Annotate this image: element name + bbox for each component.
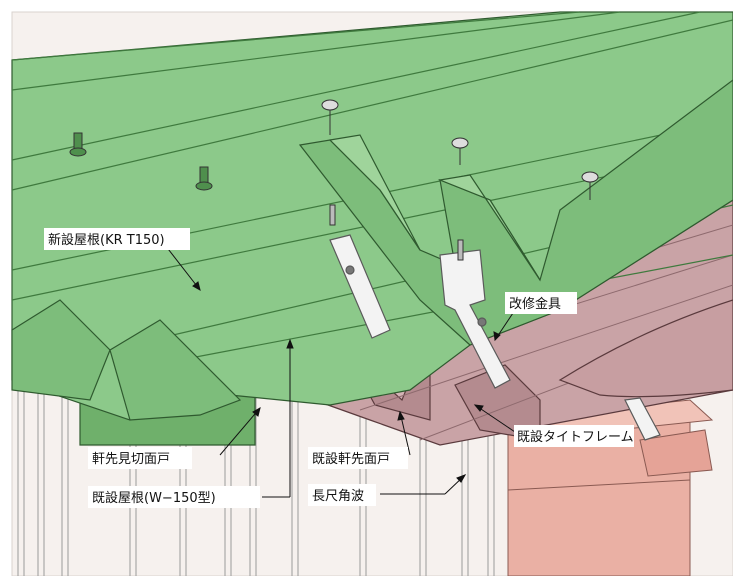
label-existing-eaves-closure: 既設軒先面戸 (312, 451, 390, 467)
bolt-icon (581, 171, 599, 200)
bolt-icon (451, 137, 469, 165)
bolt-icon (69, 132, 87, 157)
bolts (69, 99, 599, 261)
leader-lines (164, 244, 516, 498)
label-repair-fitting: 改修金具 (509, 296, 561, 312)
labels: 新設屋根(KR T150) 改修金具 既設タイトフレーム 軒先見切面戸 既設軒先… (44, 228, 634, 508)
bolt-icon (321, 99, 339, 135)
label-new-roof: 新設屋根(KR T150) (48, 232, 165, 248)
label-long-corrugation: 長尺角波 (312, 489, 364, 504)
bolt-icon (195, 166, 213, 191)
repair-fittings (329, 234, 661, 441)
label-existing-tight-frame: 既設タイトフレーム (517, 429, 634, 445)
bolt-icon (329, 204, 336, 226)
tight-frame (498, 399, 714, 576)
repair-fitting-bracket (439, 249, 511, 389)
label-existing-roof: 既設屋根(W−150型) (92, 490, 216, 506)
bolt-icon (457, 239, 464, 261)
label-eaves-closure: 軒先見切面戸 (92, 452, 170, 467)
new-roof (11, 11, 733, 421)
